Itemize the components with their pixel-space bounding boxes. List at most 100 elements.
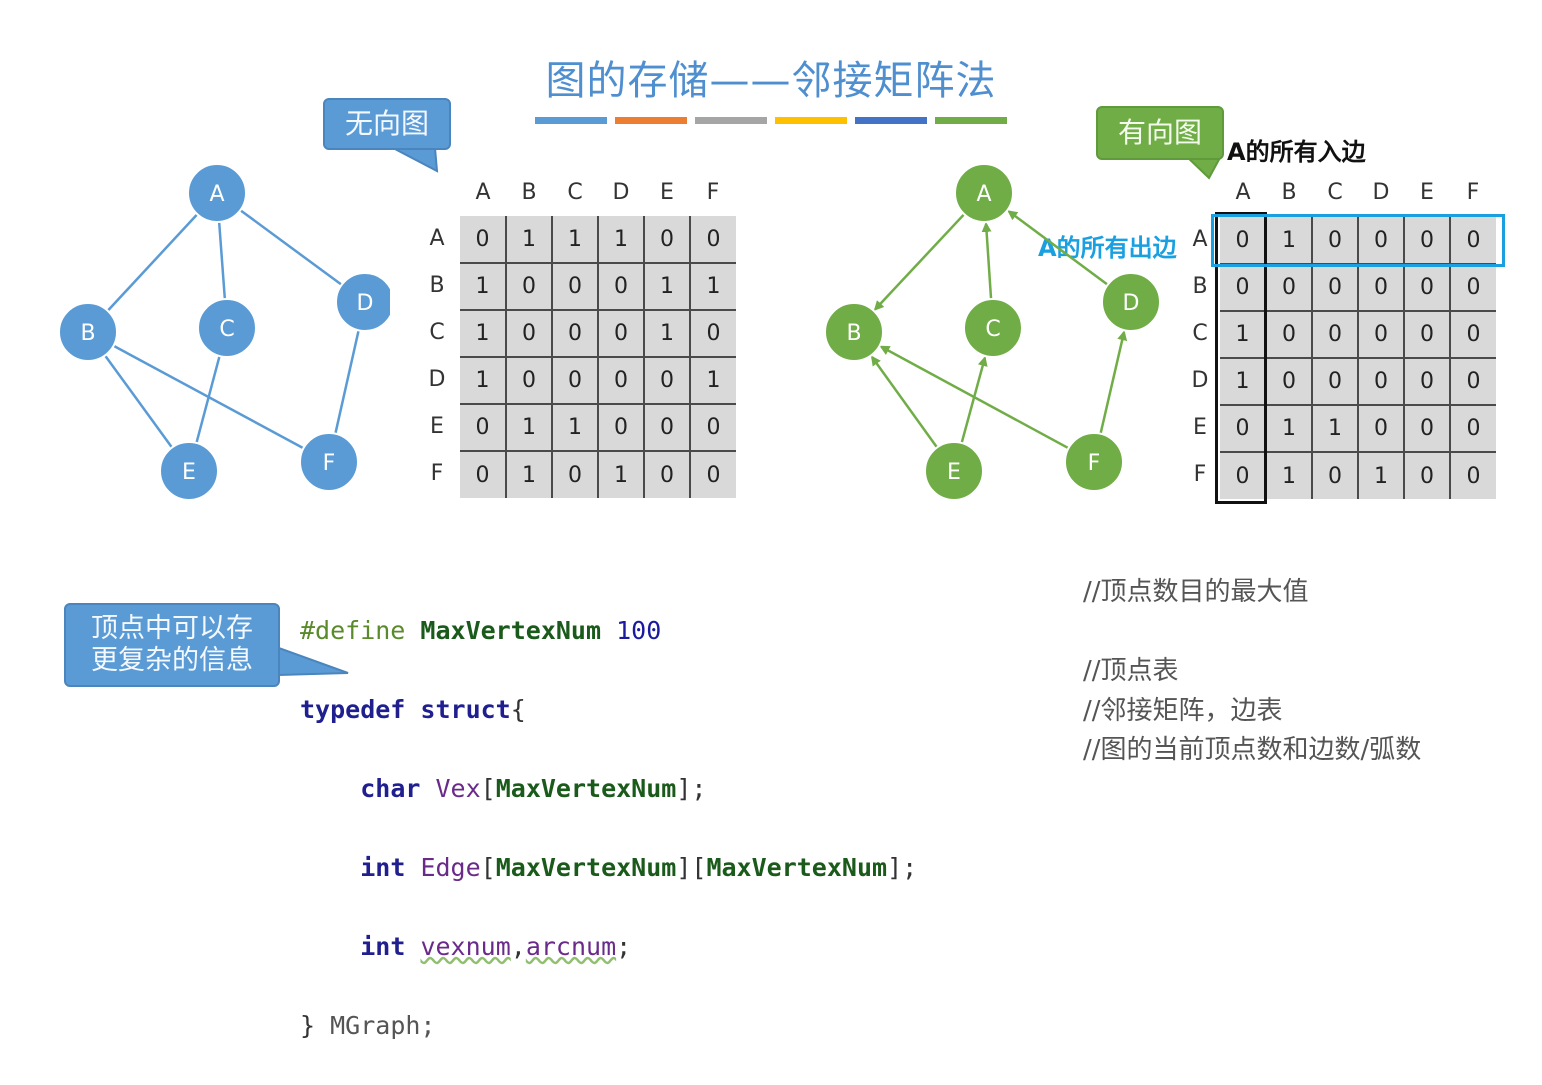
- code-block: #define MaxVertexNum 100 typedef struct{…: [300, 571, 917, 1085]
- code-line-typedef: typedef struct{: [300, 690, 917, 730]
- undirected-matrix-cell-D-F: 1: [691, 358, 736, 403]
- comment-vertex-table: //顶点表: [1083, 656, 1179, 686]
- undirected-matrix-cell-E-E: 0: [645, 405, 689, 450]
- undirected-matrix-grid: [460, 216, 736, 498]
- undirected-node-C: C: [197, 298, 257, 358]
- undirected-matrix-cell-F-E: 0: [645, 452, 689, 498]
- undirected-matrix-cell-F-C: 0: [553, 452, 597, 498]
- undirected-matrix-cell-F-D: 1: [599, 452, 643, 498]
- undirected-node-F: F: [299, 432, 359, 492]
- directed-label: 有向图: [1096, 106, 1224, 160]
- undirected-matrix-cell-A-D: 1: [599, 216, 643, 262]
- undirected-matrix-col-header-E: E: [660, 180, 674, 205]
- typedef-keyword: typedef: [300, 694, 406, 724]
- undirected-node-E: E: [159, 441, 219, 501]
- int-keyword: int: [360, 931, 406, 961]
- svg-text:E: E: [182, 460, 196, 485]
- directed-matrix-cell-B-D: 0: [1359, 265, 1403, 310]
- directed-matrix-cell-A-D: 0: [1359, 217, 1403, 263]
- directed-edge-F-D: [1099, 330, 1128, 435]
- directed-edge-E-C: [960, 355, 988, 444]
- svg-text:A: A: [209, 182, 224, 207]
- undirected-matrix-cell-C-B: 0: [507, 311, 551, 356]
- undirected-matrix-cell-A-A: 0: [460, 216, 505, 262]
- undirected-matrix-cell-B-D: 0: [599, 264, 643, 309]
- undirected-label: 无向图: [323, 98, 451, 150]
- directed-matrix-cell-D-D: 0: [1359, 359, 1403, 404]
- comment-adj-matrix: //邻接矩阵，边表: [1083, 696, 1283, 726]
- directed-matrix-cell-B-E: 0: [1405, 265, 1449, 310]
- bracket: [: [480, 852, 496, 882]
- undirected-matrix-row-header-D: D: [428, 367, 446, 392]
- undirected-matrix-col-header-D: D: [612, 180, 630, 205]
- directed-matrix-cell-C-A: 1: [1220, 312, 1265, 357]
- bracket: ][: [676, 852, 707, 882]
- code-line-edge: int Edge[MaxVertexNum][MaxVertexNum];: [300, 848, 917, 888]
- code-line-define: #define MaxVertexNum 100: [300, 611, 917, 651]
- undirected-edge-C-E: [195, 355, 221, 444]
- svg-text:F: F: [323, 451, 336, 476]
- vex-dim: MaxVertexNum: [495, 773, 677, 803]
- edge-name: Edge: [420, 852, 481, 882]
- directed-matrix-cell-C-B: 0: [1267, 312, 1311, 357]
- undirected-matrix-cell-C-A: 1: [460, 311, 505, 356]
- directed-matrix-cell-F-C: 0: [1313, 453, 1357, 499]
- page-title: 图的存储——邻接矩阵法: [545, 58, 997, 104]
- int-keyword: int: [360, 852, 406, 882]
- directed-matrix-cell-E-D: 0: [1359, 406, 1403, 451]
- color-bar-5: [855, 117, 927, 124]
- undirected-matrix-cell-D-C: 0: [553, 358, 597, 403]
- directed-matrix-row-header-B: B: [1192, 274, 1208, 299]
- directed-matrix-cell-C-E: 0: [1405, 312, 1449, 357]
- code-line-vex: char Vex[MaxVertexNum];: [300, 769, 917, 809]
- directed-node-C: C: [963, 298, 1023, 358]
- color-bar-2: [615, 117, 687, 124]
- directed-matrix-cell-C-F: 0: [1451, 312, 1496, 357]
- directed-matrix-cell-E-E: 0: [1405, 406, 1449, 451]
- directed-edge-E-B: [870, 355, 939, 449]
- undirected-node-A: A: [187, 163, 247, 223]
- directed-matrix-cell-F-B: 1: [1267, 453, 1311, 499]
- directed-matrix-col-header-A: A: [1235, 180, 1251, 205]
- undirected-matrix-cell-B-B: 0: [507, 264, 551, 309]
- undirected-matrix-cell-D-A: 1: [460, 358, 505, 403]
- undirected-matrix-cell-A-C: 1: [553, 216, 597, 262]
- directed-matrix-col-header-C: C: [1327, 180, 1343, 205]
- directed-matrix-row-header-A: A: [1192, 227, 1208, 252]
- undirected-matrix-cell-C-F: 0: [691, 311, 736, 356]
- out-edges-row-highlight: [1211, 214, 1505, 267]
- directed-node-F: F: [1064, 432, 1124, 492]
- directed-matrix-cell-A-C: 0: [1313, 217, 1357, 263]
- comma: ,: [510, 931, 526, 961]
- directed-matrix-cell-D-B: 0: [1267, 359, 1311, 404]
- out-edges-annotation: A的所有出边: [1038, 234, 1177, 262]
- char-keyword: char: [360, 773, 421, 803]
- undirected-matrix-cell-B-F: 1: [691, 264, 736, 309]
- undirected-matrix-row-header-E: E: [430, 414, 444, 439]
- directed-matrix-cell-A-A: 0: [1220, 217, 1265, 263]
- undirected-matrix-row-header-C: C: [429, 320, 445, 345]
- directed-matrix-cell-E-C: 1: [1313, 406, 1357, 451]
- edge-dim1: MaxVertexNum: [495, 852, 677, 882]
- directed-node-D: D: [1101, 272, 1161, 332]
- undirected-matrix-cell-A-F: 0: [691, 216, 736, 262]
- svg-text:B: B: [80, 321, 95, 346]
- close-brace: }: [300, 1010, 316, 1040]
- directed-matrix-row-header-D: D: [1191, 368, 1209, 393]
- undirected-matrix-col-header-B: B: [521, 180, 537, 205]
- undirected-matrix-cell-A-B: 1: [507, 216, 551, 262]
- macro-value: 100: [616, 615, 662, 645]
- directed-matrix-cell-A-B: 1: [1267, 217, 1311, 263]
- directed-matrix-cell-C-C: 0: [1313, 312, 1357, 357]
- directed-matrix-cell-E-B: 1: [1267, 406, 1311, 451]
- undirected-matrix-cell-E-B: 1: [507, 405, 551, 450]
- directed-callout: 有向图: [1096, 106, 1226, 181]
- undirected-matrix-cell-E-D: 0: [599, 405, 643, 450]
- vexnum-var: vexnum: [420, 931, 511, 961]
- mgraph-name: MGraph;: [330, 1010, 436, 1040]
- bracket: ];: [676, 773, 707, 803]
- in-edges-column-highlight: [1215, 212, 1267, 504]
- undirected-matrix-col-header-C: C: [567, 180, 583, 205]
- svg-text:B: B: [846, 321, 861, 346]
